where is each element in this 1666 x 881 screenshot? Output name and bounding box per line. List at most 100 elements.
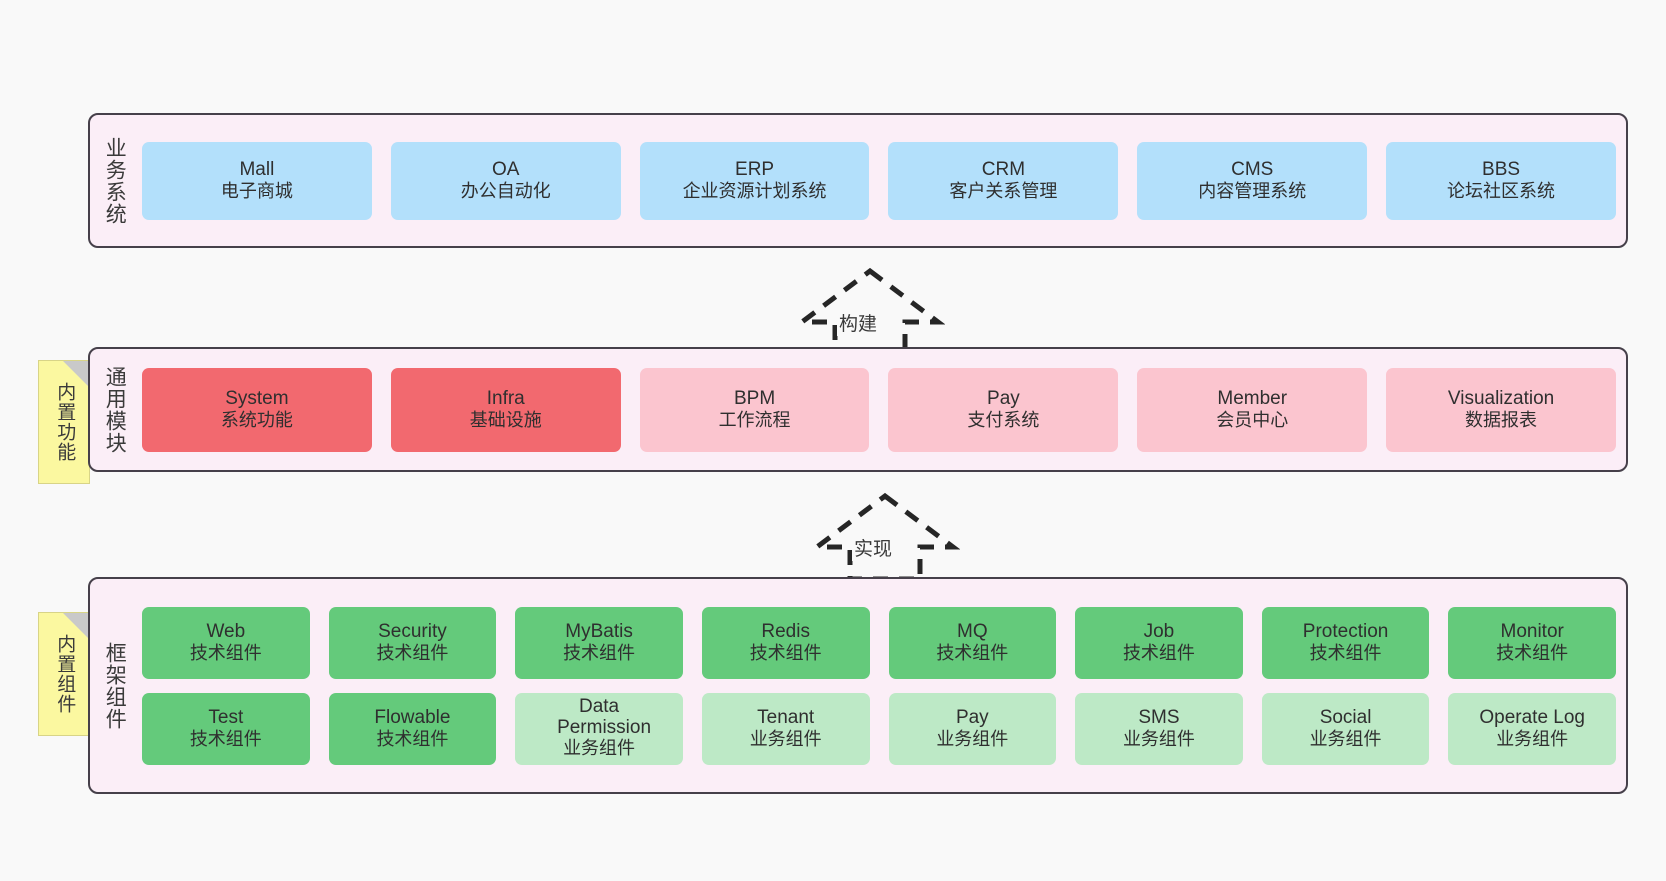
box-title: OA xyxy=(492,158,520,180)
box-mybatis[interactable]: MyBatis 技术组件 xyxy=(515,606,683,679)
box-subtitle: 内容管理系统 xyxy=(1198,181,1307,202)
box-protection[interactable]: Protection 技术组件 xyxy=(1261,606,1430,679)
note-builtin-functions: 内置功能 xyxy=(38,360,90,484)
box-title: MQ xyxy=(957,620,988,642)
box-subtitle: 技术组件 xyxy=(376,729,449,750)
section-label-common-modules: 通用模块 xyxy=(103,365,127,454)
box-title: Social xyxy=(1319,706,1372,728)
box-job[interactable]: Job 技术组件 xyxy=(1075,606,1243,679)
box-erp[interactable]: ERP 企业资源计划系统 xyxy=(639,141,870,220)
box-redis[interactable]: Redis 技术组件 xyxy=(701,606,870,679)
box-title: Tenant xyxy=(757,706,815,728)
box-title: Operate Log xyxy=(1479,706,1585,728)
box-title: Redis xyxy=(761,620,810,642)
box-subtitle: 技术组件 xyxy=(1496,643,1569,664)
implement-arrow-label: 实现 xyxy=(852,534,895,561)
section-label-business-systems: 业务系统 xyxy=(103,136,127,225)
box-visualization[interactable]: Visualization 数据报表 xyxy=(1386,367,1616,452)
box-title: ERP xyxy=(735,158,775,180)
box-title: Data Permission xyxy=(557,695,652,738)
box-system[interactable]: System 系统功能 xyxy=(142,367,372,452)
box-subtitle: 论坛社区系统 xyxy=(1447,181,1556,202)
note-builtin-components: 内置组件 xyxy=(38,612,90,736)
build-arrow: 构建 xyxy=(794,265,946,360)
box-title: CRM xyxy=(981,158,1026,180)
box-monitor[interactable]: Monitor 技术组件 xyxy=(1448,606,1616,679)
box-tenant[interactable]: Tenant 业务组件 xyxy=(701,692,870,765)
box-bbs[interactable]: BBS 论坛社区系统 xyxy=(1386,141,1616,220)
box-title: Mall xyxy=(239,158,275,180)
box-subtitle: 业务组件 xyxy=(749,729,822,750)
section-body-framework-components: Web 技术组件 Security 技术组件 MyBatis 技术组件 Redi… xyxy=(138,579,1626,792)
box-title: Test xyxy=(208,706,244,728)
box-title: Visualization xyxy=(1447,387,1555,409)
box-test[interactable]: Test 技术组件 xyxy=(142,692,310,765)
box-title: BBS xyxy=(1482,158,1521,180)
note-fold-corner xyxy=(63,613,89,639)
box-subtitle: 业务组件 xyxy=(563,738,636,759)
box-subtitle: 技术组件 xyxy=(189,729,262,750)
box-subtitle: 工作流程 xyxy=(718,410,791,431)
section-label-framework-components: 框架组件 xyxy=(103,641,127,730)
box-subtitle: 技术组件 xyxy=(1122,643,1195,664)
box-subtitle: 数据报表 xyxy=(1465,410,1538,431)
box-title: BPM xyxy=(733,387,776,409)
box-subtitle: 支付系统 xyxy=(967,410,1040,431)
box-subtitle: 客户关系管理 xyxy=(949,181,1058,202)
box-subtitle: 业务组件 xyxy=(1309,729,1382,750)
box-subtitle: 技术组件 xyxy=(563,643,636,664)
box-infra[interactable]: Infra 基础设施 xyxy=(390,367,621,452)
box-title: Infra xyxy=(486,387,525,409)
box-subtitle: 企业资源计划系统 xyxy=(682,181,827,202)
note-label: 内置组件 xyxy=(54,634,76,714)
box-title: Security xyxy=(378,620,447,642)
box-cms[interactable]: CMS 内容管理系统 xyxy=(1137,141,1368,220)
section-business-systems: 业务系统 Mall 电子商城 OA 办公自动化 ERP 企业资源计划系统 CRM… xyxy=(88,113,1628,248)
box-flowable[interactable]: Flowable 技术组件 xyxy=(328,692,497,765)
box-security[interactable]: Security 技术组件 xyxy=(328,606,497,679)
section-framework-components: 框架组件 Web 技术组件 Security 技术组件 MyBatis 技术组件… xyxy=(88,577,1628,794)
box-title: MyBatis xyxy=(565,620,633,642)
box-title: Pay xyxy=(987,387,1020,409)
box-title: Flowable xyxy=(374,706,451,728)
box-title: Monitor xyxy=(1500,620,1564,642)
box-data-permission[interactable]: Data Permission 业务组件 xyxy=(515,692,683,765)
box-sms[interactable]: SMS 业务组件 xyxy=(1075,692,1243,765)
box-social[interactable]: Social 业务组件 xyxy=(1261,692,1430,765)
box-subtitle: 技术组件 xyxy=(376,643,449,664)
box-subtitle: 技术组件 xyxy=(189,643,262,664)
box-title: System xyxy=(225,387,289,409)
box-operate-log[interactable]: Operate Log 业务组件 xyxy=(1448,692,1616,765)
box-title: Protection xyxy=(1302,620,1389,642)
box-subtitle: 办公自动化 xyxy=(460,181,551,202)
box-title: SMS xyxy=(1138,706,1180,728)
box-subtitle: 业务组件 xyxy=(936,729,1009,750)
box-title: CMS xyxy=(1231,158,1274,180)
box-oa[interactable]: OA 办公自动化 xyxy=(390,141,621,220)
box-subtitle: 业务组件 xyxy=(1496,729,1569,750)
box-pay-business[interactable]: Pay 业务组件 xyxy=(888,692,1057,765)
box-member[interactable]: Member 会员中心 xyxy=(1137,367,1368,452)
box-row-business: Test 技术组件 Flowable 技术组件 Data Permission … xyxy=(142,692,1616,765)
section-body-common-modules: System 系统功能 Infra 基础设施 BPM 工作流程 Pay 支付系统… xyxy=(138,349,1626,470)
box-row-technical: Web 技术组件 Security 技术组件 MyBatis 技术组件 Redi… xyxy=(142,606,1616,679)
box-mall[interactable]: Mall 电子商城 xyxy=(142,141,372,220)
box-row: System 系统功能 Infra 基础设施 BPM 工作流程 Pay 支付系统… xyxy=(142,367,1616,452)
box-bpm[interactable]: BPM 工作流程 xyxy=(639,367,870,452)
section-body-business-systems: Mall 电子商城 OA 办公自动化 ERP 企业资源计划系统 CRM 客户关系… xyxy=(138,115,1626,246)
box-subtitle: 技术组件 xyxy=(1309,643,1382,664)
box-web[interactable]: Web 技术组件 xyxy=(142,606,310,679)
note-fold-corner xyxy=(63,361,89,387)
box-crm[interactable]: CRM 客户关系管理 xyxy=(888,141,1119,220)
box-title: Job xyxy=(1143,620,1175,642)
box-subtitle: 业务组件 xyxy=(1122,729,1195,750)
box-row: Mall 电子商城 OA 办公自动化 ERP 企业资源计划系统 CRM 客户关系… xyxy=(142,141,1616,220)
box-mq[interactable]: MQ 技术组件 xyxy=(888,606,1057,679)
box-subtitle: 电子商城 xyxy=(220,181,293,202)
box-title: Pay xyxy=(955,706,989,728)
box-subtitle: 基础设施 xyxy=(469,410,542,431)
box-title: Member xyxy=(1217,387,1288,409)
box-subtitle: 技术组件 xyxy=(749,643,822,664)
build-arrow-label: 构建 xyxy=(837,309,880,336)
box-pay[interactable]: Pay 支付系统 xyxy=(888,367,1119,452)
